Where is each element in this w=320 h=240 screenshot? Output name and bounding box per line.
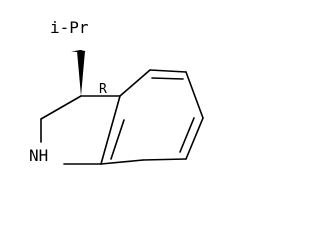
nitrogen-label: NH <box>29 146 48 165</box>
bond-c6-c7 <box>185 71 204 119</box>
bond-c5-c6 <box>149 69 187 73</box>
chiral-wedge <box>77 51 85 96</box>
structure-diagram: i-Pr R NH <box>29 18 204 165</box>
bond-c7-c8 <box>185 117 204 160</box>
bond-c8a-c4a <box>100 95 121 165</box>
aromatic-double-bond-3 <box>110 119 125 160</box>
bond-c4a-c5 <box>119 69 151 97</box>
aromatic-double-bond-1 <box>151 77 184 80</box>
isopropyl-label: i-Pr <box>50 18 89 37</box>
aromatic-double-bond-2 <box>179 117 195 153</box>
bond-c4-c3 <box>40 95 82 120</box>
bond-c8a-c1 <box>100 159 144 165</box>
bond-c8-c8a <box>142 158 187 161</box>
stereo-descriptor-label: R <box>99 82 107 97</box>
